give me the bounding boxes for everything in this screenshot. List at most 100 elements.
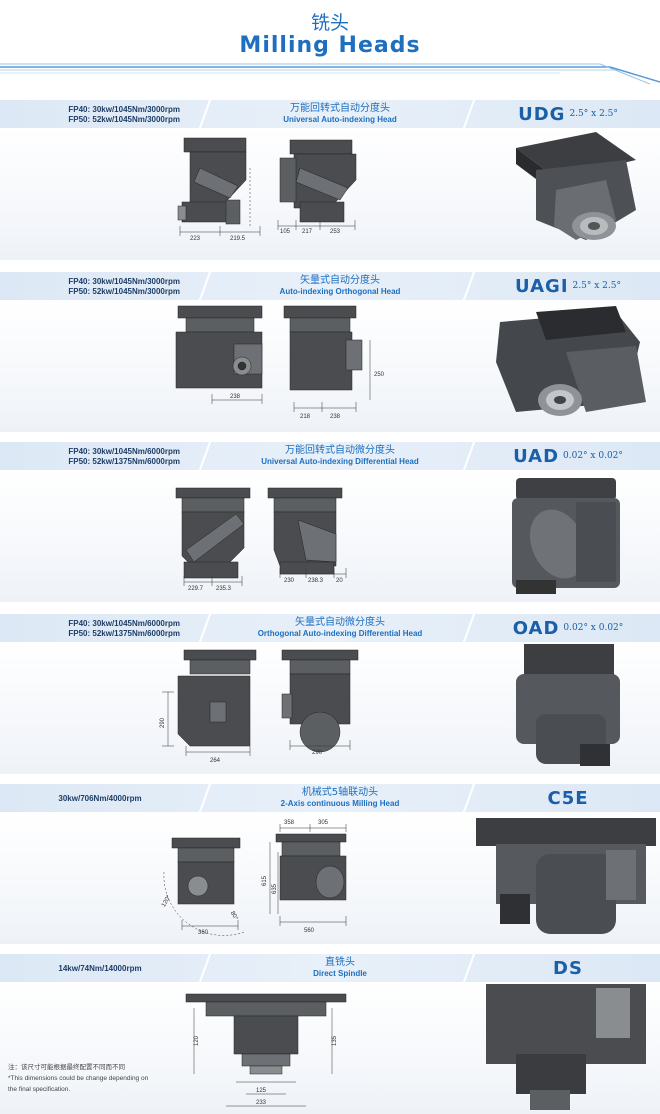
head-name-cn: 矢量式自动微分度头 [295,617,385,628]
head-name-en: 2-Axis continuous Milling Head [280,799,400,808]
model-code: C5E [547,787,589,809]
dimension-label: 264 [210,758,221,764]
spec-text: FP40: 30kw/1045Nm/6000rpm FP50: 52kw/137… [0,447,200,467]
band-divider [462,784,476,812]
model-angle: 2.5° x 2.5° [572,281,621,291]
model-label: OAD 0.02° x 0.02° [476,616,660,640]
technical-drawing: 223 219.5 105 217 253 [177,137,357,242]
head-name-en: Universal Auto-indexing Head [283,115,397,124]
dimension-label: 135 [332,1035,338,1046]
page-title-cn: 铣头 [310,12,349,34]
dimension-label: 560 [304,928,315,934]
section-band [0,954,660,982]
dimension-label: 120 [194,1035,200,1046]
head-name: 矢量式自动微分度头 Orthogonal Auto-indexing Diffe… [210,617,470,639]
model-label: C5E [476,786,660,810]
dimension-label: 230 [284,578,295,584]
head-name: 机械式5轴联动头 2-Axis continuous Milling Head [210,787,470,809]
technical-drawing: 229.7 235.3 230 238.3 20 [175,487,347,592]
footnote: 注：该尺寸可能根据最终配置不同而不同 *This dimensions coul… [8,1062,188,1095]
spec-line: FP50: 52kw/1375Nm/6000rpm [68,629,180,638]
band-divider [462,614,476,642]
head-name: 万能回转式自动分度头 Universal Auto-indexing Head [210,103,470,125]
model-code: OAD [512,617,560,639]
technical-drawing: 290 264 290 [160,649,359,764]
oad-head-photo [516,644,620,766]
dimension-label: 250 [374,372,385,378]
model-code: UAD [513,445,560,467]
head-name-cn: 矢量式自动分度头 [300,275,380,286]
c5e-head-photo [476,818,656,934]
dimension-label: 105 [280,229,291,235]
model-label: UAGI 2.5° x 2.5° [476,274,660,298]
dimension-label: 290 [312,750,323,756]
dimension-label: 360 [198,930,209,936]
footnote-en: *This dimensions could be change dependi… [8,1075,149,1082]
footnote-en: the final specification. [8,1086,71,1093]
band-divider [198,272,212,300]
head-name-cn: 万能回转式自动微分度头 [285,445,395,456]
dimension-label: 233 [256,1100,267,1106]
spec-text: 30kw/706Nm/4000rpm [0,794,200,804]
dimension-label: 20 [336,578,343,584]
dimension-label: 219.5 [230,236,246,242]
band-divider [462,442,476,470]
band-divider [462,954,476,982]
model-code: UDG [518,103,566,125]
head-name-cn: 机械式5轴联动头 [301,787,379,798]
dimension-label: 238 [230,394,241,400]
head-name-en: Auto-indexing Orthogonal Head [279,287,401,296]
model-label: UAD 0.02° x 0.02° [476,444,660,468]
dimension-label: 305 [318,820,329,826]
dimension-label: 238 [330,414,341,420]
dimension-label: 229.7 [188,586,204,592]
head-name-en: Orthogonal Auto-indexing Differential He… [257,629,423,638]
model-code: DS [553,957,583,979]
spec-line: FP40: 30kw/1045Nm/6000rpm [68,619,180,628]
spec-line: FP50: 52kw/1375Nm/6000rpm [68,457,180,466]
band-divider [198,784,212,812]
section-oad: FP40: 30kw/1045Nm/6000rpm FP50: 52kw/137… [0,614,660,774]
technical-drawing: 120° 80° 360 358 305 615 635 560 [161,820,347,936]
dimension-label: 290 [160,717,166,728]
spec-line: FP40: 30kw/1045Nm/3000rpm [68,277,180,286]
band-divider [462,100,476,128]
uagi-head-photo [496,306,646,416]
spec-text: 14kw/74Nm/14000rpm [0,964,200,974]
dimension-label: 125 [256,1088,267,1094]
dimension-label: 217 [302,229,313,235]
spec-line: 30kw/706Nm/4000rpm [58,794,142,803]
uad-head-photo [512,478,620,594]
section-band [0,614,660,642]
udg-head-photo [516,132,636,240]
dimension-label: 218 [300,414,311,420]
head-name: 直铣头 Direct Spindle [210,957,470,979]
section-uad: FP40: 30kw/1045Nm/6000rpm FP50: 52kw/137… [0,442,660,602]
head-name-cn: 万能回转式自动分度头 [290,103,390,114]
dimension-label: 120° [161,894,173,908]
dimension-label: 238.3 [308,578,324,584]
dimension-label: 80° [229,911,239,922]
ds-head-photo [486,984,646,1110]
spec-line: FP50: 52kw/1045Nm/3000rpm [68,115,180,124]
spec-line: FP40: 30kw/1045Nm/6000rpm [68,447,180,456]
dimension-label: 253 [330,229,341,235]
model-angle: 0.02° x 0.02° [563,451,623,461]
head-name-cn: 直铣头 [325,957,355,968]
band-divider [198,100,212,128]
spec-line: FP40: 30kw/1045Nm/3000rpm [68,105,180,114]
spec-line: FP50: 52kw/1045Nm/3000rpm [68,287,180,296]
spec-text: FP40: 30kw/1045Nm/3000rpm FP50: 52kw/104… [0,105,200,125]
spec-line: 14kw/74Nm/14000rpm [58,964,142,973]
band-divider [198,442,212,470]
section-c5e: 30kw/706Nm/4000rpm 机械式5轴联动头 2-Axis conti… [0,784,660,944]
head-name-en: Universal Auto-indexing Differential Hea… [261,457,419,466]
section-band [0,442,660,470]
section-ds: 14kw/74Nm/14000rpm 直铣头 Direct Spindle DS… [0,954,660,1114]
model-code: UAGI [515,275,569,297]
band-divider [198,954,212,982]
section-band [0,100,660,128]
dimension-label: 223 [190,236,201,242]
technical-drawing: 120 135 125 233 [185,993,347,1107]
technical-drawing: 238 218 238 250 [175,305,385,420]
